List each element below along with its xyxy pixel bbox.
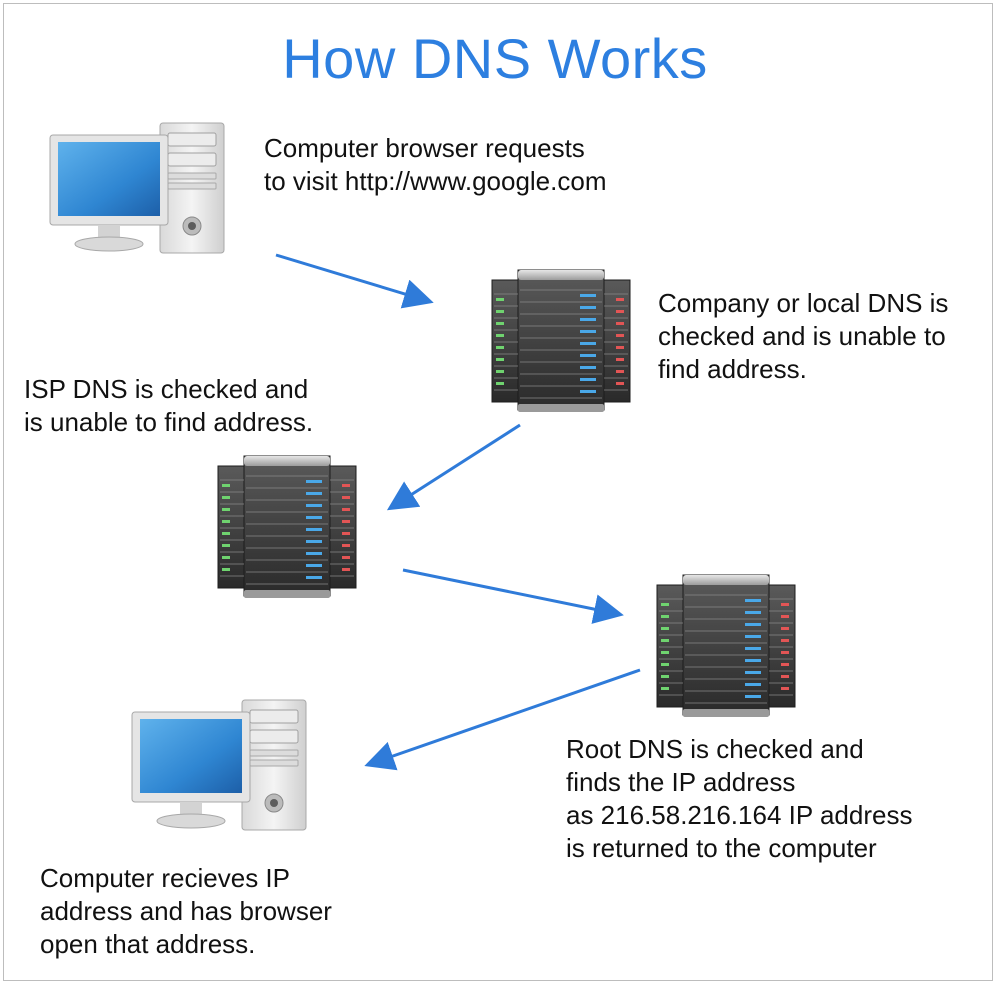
flow-arrow: [402, 568, 624, 624]
step-2-caption: Company or local DNS is checked and is u…: [658, 288, 949, 384]
diagram-title: How DNS Works: [282, 27, 708, 90]
step-1-caption: Computer browser requests to visit http:…: [264, 133, 607, 196]
computer-icon: [49, 122, 225, 254]
step-3-caption: ISP DNS is checked and is unable to find…: [24, 374, 314, 437]
flow-arrow: [364, 668, 641, 771]
server-rack-icon: [217, 455, 357, 599]
step-5-caption: Computer recieves IP address and has bro…: [40, 863, 332, 959]
flow-arrow: [386, 423, 521, 511]
flow-arrow: [275, 253, 434, 309]
server-rack-icon: [491, 269, 631, 413]
step-4-caption: Root DNS is checked and finds the IP add…: [566, 734, 913, 863]
server-rack-icon: [656, 574, 796, 718]
computer-icon: [131, 699, 307, 831]
